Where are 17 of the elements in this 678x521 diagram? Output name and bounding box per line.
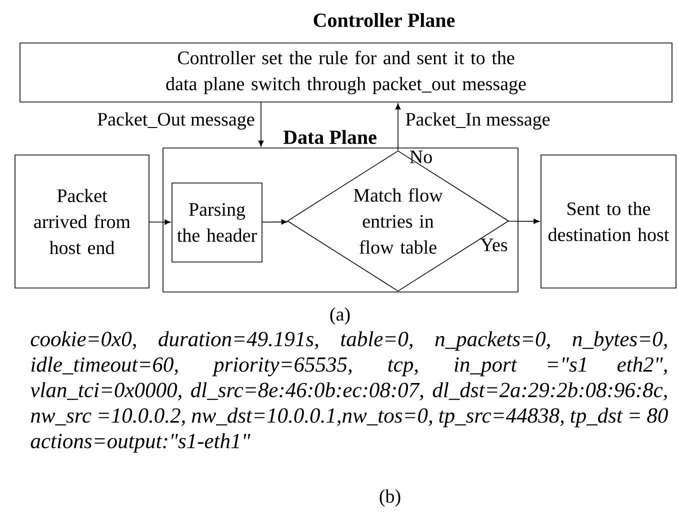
flow-entry-text: cookie=0x0, duration=49.191s, table=0, n_packets=0, n_bytes=0, idle_timeout=60, priority=65535, tcp, in_port ="s1 eth2", vlan_tci=0x0000, dl_src=8e:46:0b:ec:08:07, dl_dst=2a:29:2b:08:96:8c, nw_src =10.0.0.2, nw_dst=10.0.0.1,nw_tos=0, tp_src=44838, tp_dst = 80 actions=output:"s1-eth1"	[30, 331, 668, 453]
heading: Data Plane	[283, 130, 376, 144]
arrow	[149, 219, 171, 225]
plane-box: Controller set the rule for and sent it to the data plane switch through packet_out message	[20, 42, 672, 102]
arrow	[262, 219, 288, 225]
arrow	[395, 103, 401, 151]
heading: Controller Plane	[314, 12, 455, 28]
box: Packet arrived from host end	[14, 154, 150, 288]
subfigure-caption: (b)	[380, 489, 400, 507]
edge-label: Packet_In message	[406, 112, 550, 130]
branch-label: No	[410, 150, 432, 164]
box: Sent to the destination host	[540, 154, 676, 288]
edge-label: Yes	[480, 238, 508, 252]
edge-label: Packet_Out message	[98, 112, 254, 130]
arrow	[508, 218, 540, 224]
process-box: Parsing the header	[172, 182, 262, 262]
arrow	[258, 102, 264, 147]
